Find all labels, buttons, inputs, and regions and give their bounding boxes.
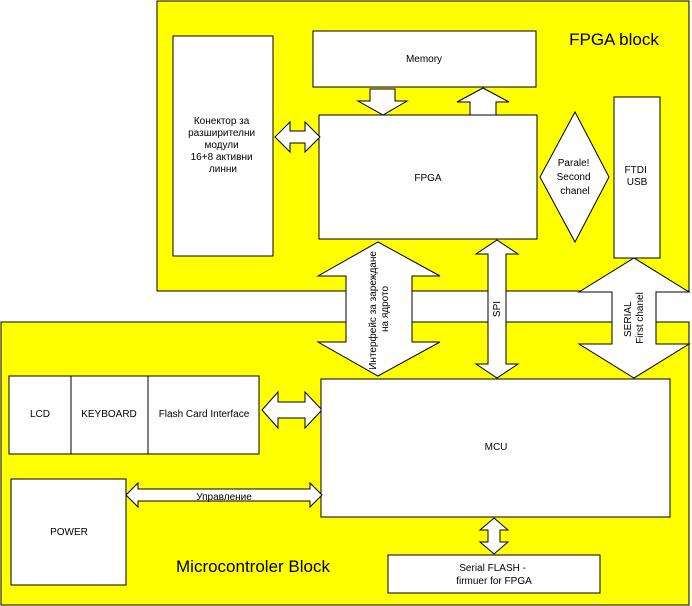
expansion-connector-box[interactable] [172, 35, 274, 257]
control-label: Управление [196, 492, 252, 503]
keyboard-box[interactable] [70, 375, 149, 455]
mcu-box[interactable] [320, 378, 671, 518]
keyboard-label: KEYBOARD [81, 409, 137, 420]
mcu-serial-flash-arrow [478, 517, 510, 555]
ftdi-usb-box[interactable] [613, 96, 661, 259]
fpga-to-memory-arrow [356, 88, 409, 116]
flash-card-interface-box[interactable] [147, 375, 260, 455]
connector-fpga-arrow [274, 120, 321, 154]
lcd-box[interactable] [8, 375, 72, 455]
fpga-label: FPGA [414, 173, 442, 184]
serial-channel-arrow [577, 257, 691, 379]
ftdi-usb-label: FTDI USB [625, 165, 650, 188]
serial-flash-label: Serial FLASH - firmuer for FPGA [456, 563, 532, 587]
parallel-channel-label: Parale! Second chanel [557, 158, 594, 197]
memory-label: Memory [406, 54, 442, 65]
fpga-block-title: FPGA block [569, 30, 659, 49]
microcontroller-block-title: Microcontroler Block [176, 557, 330, 576]
core-load-interface-arrow [316, 241, 441, 377]
power-box[interactable] [10, 478, 127, 586]
serial-flash-box[interactable] [387, 554, 601, 594]
flash-card-interface-label: Flash Card Interface [159, 409, 250, 420]
memory-box[interactable] [312, 30, 537, 88]
control-arrow [125, 481, 323, 509]
memory-from-fpga-arrow [456, 87, 510, 116]
fpga-box[interactable] [318, 114, 538, 240]
power-label: POWER [50, 527, 88, 538]
mcu-label: MCU [485, 442, 508, 453]
spi-label: SPI [492, 301, 503, 317]
parallel-channel-arrow [539, 110, 610, 244]
serial-channel-label: SERIAL First chanel [623, 292, 646, 344]
core-load-interface-label: Интерфейс за зареждане на ядрото [367, 248, 391, 370]
expansion-connector-label: Конектор за разширителни модули 16+8 акт… [188, 116, 258, 175]
spi-arrow [474, 239, 520, 379]
lcd-label: LCD [30, 409, 50, 420]
